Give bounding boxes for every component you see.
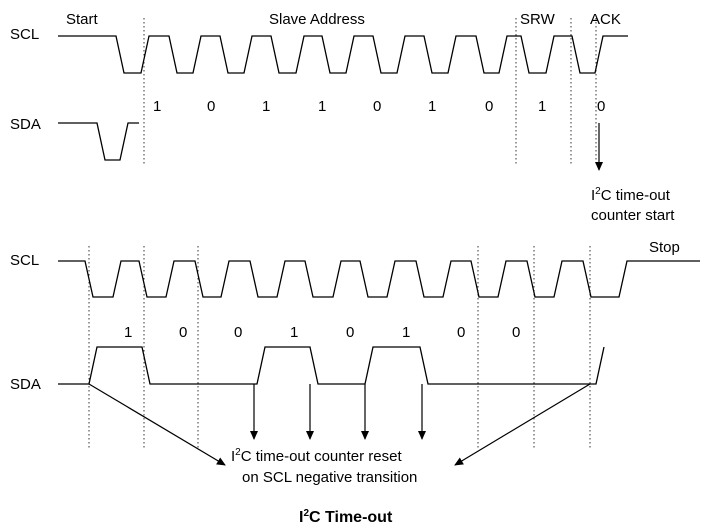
stop-label: Stop	[649, 239, 680, 256]
top-guides	[143, 18, 597, 165]
ack-label: ACK	[590, 11, 621, 28]
top-bit-3: 1	[262, 98, 270, 115]
bottom-bit-3: 0	[234, 324, 242, 341]
figure-title: I2C Time-out	[299, 508, 393, 526]
top-section: Start Slave Address SRW ACK SCL 1 0 1 1 …	[10, 11, 675, 224]
slave-address-label: Slave Address	[269, 11, 365, 28]
counter-start-note-line2: counter start	[591, 207, 675, 224]
bottom-bit-1: 1	[124, 324, 132, 341]
counter-start-note-line1: I2C time-out	[591, 186, 671, 204]
bottom-bit-8: 0	[512, 324, 520, 341]
top-scl-waveform	[58, 35, 628, 74]
bottom-guides	[88, 246, 591, 448]
bottom-bit-4: 1	[290, 324, 298, 341]
bottom-sda-label: SDA	[10, 376, 41, 393]
srw-label: SRW	[520, 11, 556, 28]
top-bit-1: 1	[153, 98, 161, 115]
top-sda-label: SDA	[10, 116, 41, 133]
bottom-section: SCL Stop 1 0 0 1 0 1 0 0 SDA I2C ti	[10, 239, 700, 486]
top-bit-2: 0	[207, 98, 215, 115]
top-bit-6: 1	[428, 98, 436, 115]
start-label: Start	[66, 11, 99, 28]
top-bit-5: 0	[373, 98, 381, 115]
top-sda-waveform	[58, 122, 139, 161]
reset-note-line2: on SCL negative transition	[242, 469, 417, 486]
top-scl-label: SCL	[10, 26, 39, 43]
top-bit-7: 0	[485, 98, 493, 115]
top-bit-8: 1	[538, 98, 546, 115]
bottom-bit-5: 0	[346, 324, 354, 341]
bottom-bit-labels: 1 0 0 1 0 1 0 0	[124, 324, 520, 341]
bottom-bit-7: 0	[457, 324, 465, 341]
top-bit-4: 1	[318, 98, 326, 115]
top-bit-labels: 1 0 1 1 0 1 0 1 0	[153, 98, 605, 115]
reset-note-line1: I2C time-out counter reset	[231, 447, 402, 465]
bottom-bit-2: 0	[179, 324, 187, 341]
reset-diagonal-left	[88, 383, 226, 466]
bottom-scl-label: SCL	[10, 252, 39, 269]
bottom-bit-6: 1	[402, 324, 410, 341]
bottom-scl-waveform	[58, 260, 700, 298]
reset-diagonal-right	[454, 383, 591, 466]
reset-down-arrows	[250, 384, 426, 440]
top-bit-9: 0	[597, 98, 605, 115]
bottom-sda-waveform	[58, 346, 605, 385]
